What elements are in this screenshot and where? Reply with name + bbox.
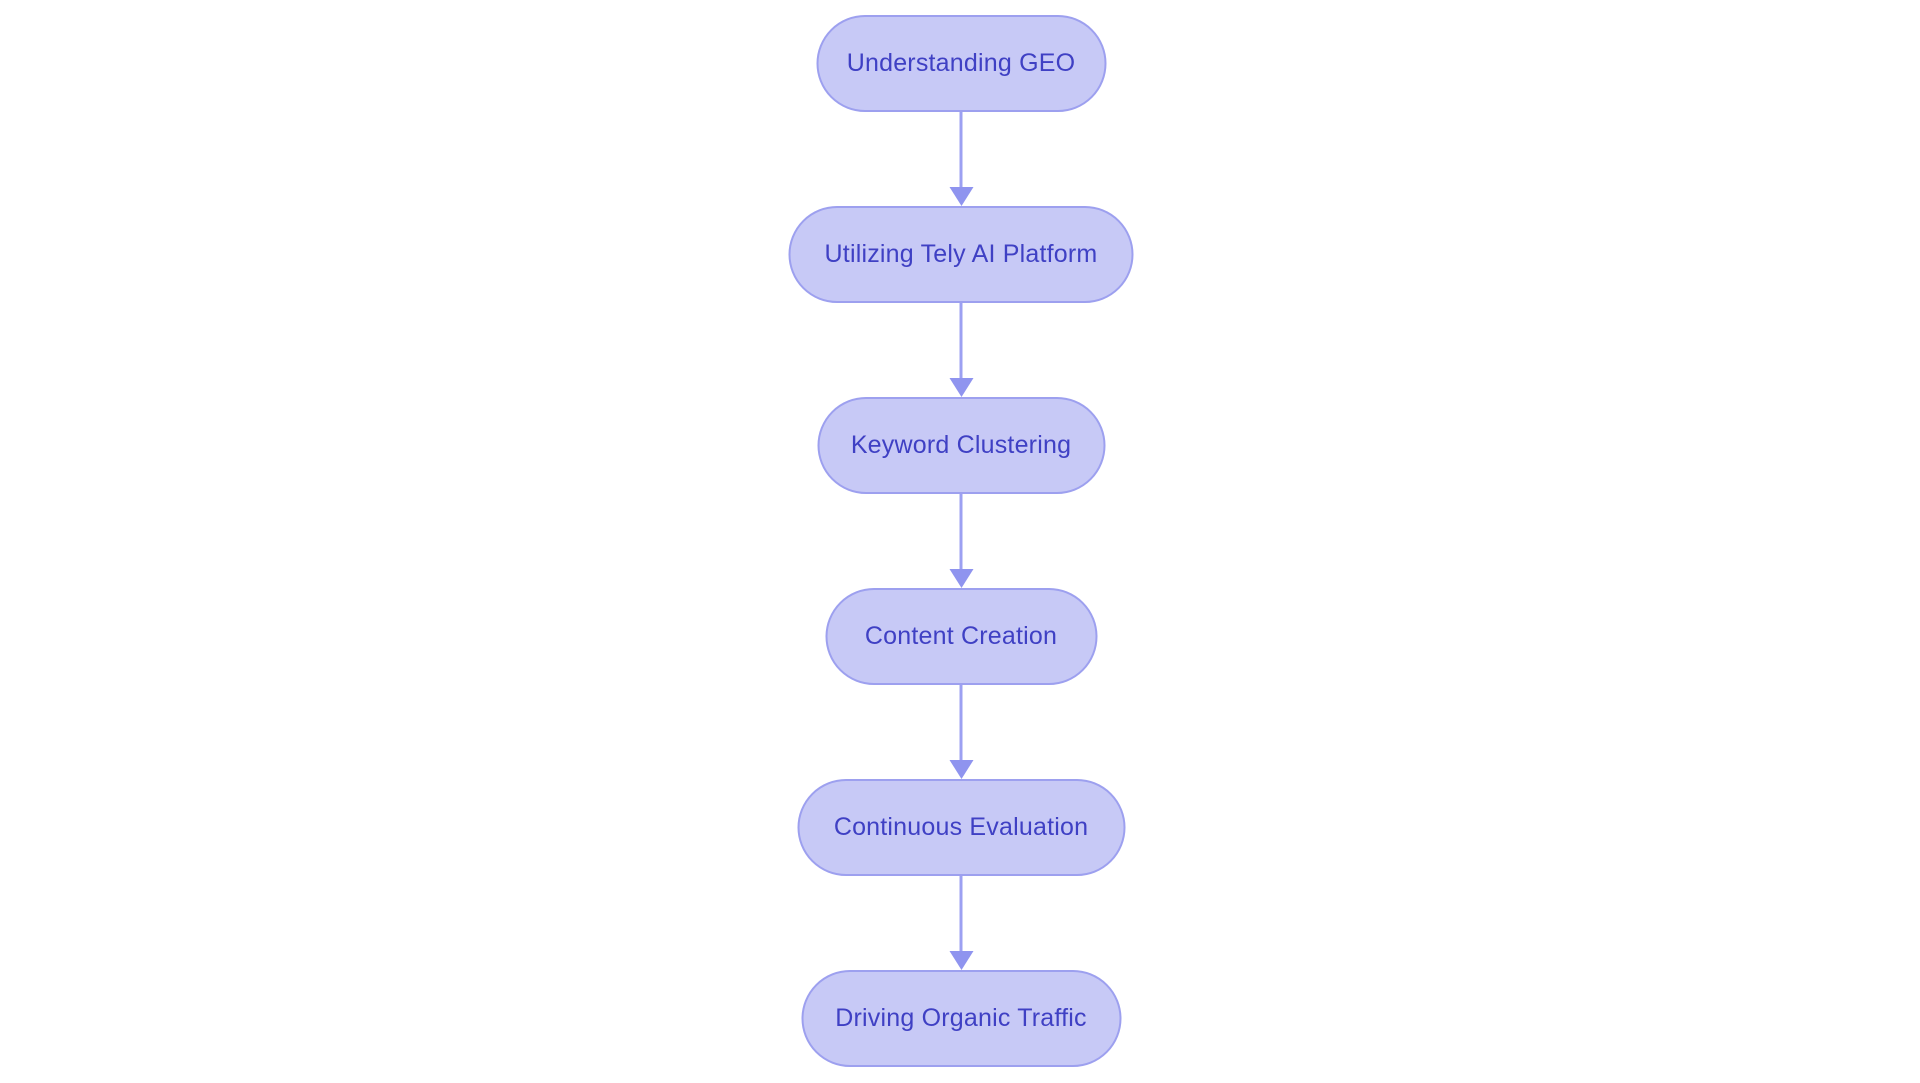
arrow-head-icon (949, 951, 973, 970)
flow-node-label: Utilizing Tely AI Platform (824, 240, 1098, 268)
flow-node-continuous-evaluation: Continuous Evaluation (797, 779, 1125, 876)
arrow-head-icon (949, 569, 973, 588)
flow-node-keyword-clustering: Keyword Clustering (817, 397, 1105, 494)
arrow-down-icon (949, 685, 973, 779)
flow-node-label: Content Creation (864, 622, 1058, 650)
arrow-stem (959, 112, 963, 188)
arrow-stem (959, 303, 963, 379)
flow-node-label: Continuous Evaluation (833, 813, 1089, 841)
flow-node-label: Understanding GEO (846, 49, 1076, 77)
arrow-down-icon (949, 494, 973, 588)
arrow-down-icon (949, 112, 973, 206)
flow-node-label: Keyword Clustering (850, 431, 1072, 459)
flow-node-content-creation: Content Creation (825, 588, 1097, 685)
flow-node-driving-organic-traffic: Driving Organic Traffic (801, 970, 1121, 1067)
flow-node-label: Driving Organic Traffic (835, 1004, 1087, 1032)
arrow-head-icon (949, 378, 973, 397)
arrow-down-icon (949, 876, 973, 970)
arrow-down-icon (949, 303, 973, 397)
arrow-head-icon (949, 760, 973, 779)
flow-node-understanding-geo: Understanding GEO (816, 15, 1106, 112)
arrow-head-icon (949, 187, 973, 206)
flowchart-column: Understanding GEO Utilizing Tely AI Plat… (788, 15, 1134, 1067)
flow-node-utilizing-tely-ai-platform: Utilizing Tely AI Platform (788, 206, 1134, 303)
arrow-stem (959, 876, 963, 952)
arrow-stem (959, 494, 963, 570)
arrow-stem (959, 685, 963, 761)
